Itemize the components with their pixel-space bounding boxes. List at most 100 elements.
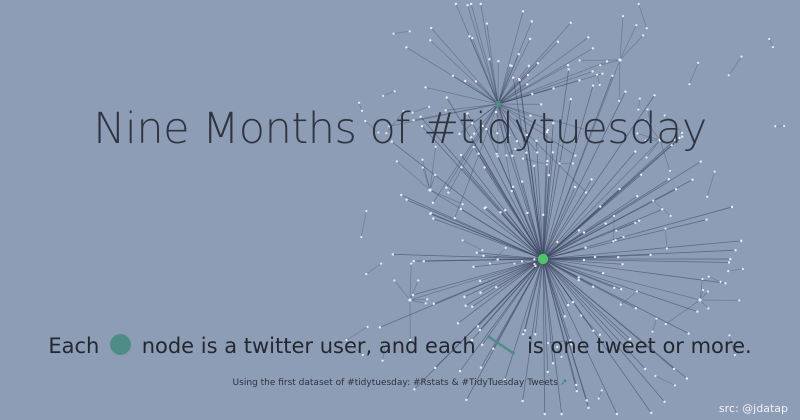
edge bbox=[542, 91, 626, 260]
edge bbox=[497, 74, 529, 105]
user-node bbox=[600, 389, 603, 392]
user-node bbox=[569, 97, 573, 101]
user-node bbox=[468, 35, 471, 38]
user-node bbox=[507, 134, 510, 137]
edge bbox=[497, 64, 569, 105]
user-node bbox=[472, 145, 476, 149]
user-node bbox=[461, 203, 464, 206]
user-node bbox=[495, 286, 498, 289]
user-node bbox=[575, 389, 579, 393]
user-node bbox=[464, 79, 467, 83]
user-node bbox=[390, 140, 394, 143]
edge bbox=[497, 65, 530, 105]
user-node bbox=[351, 345, 354, 348]
user-node bbox=[691, 178, 694, 181]
user-node bbox=[665, 247, 668, 250]
user-node bbox=[698, 298, 702, 302]
user-node bbox=[409, 338, 412, 342]
user-node bbox=[431, 201, 435, 204]
user-node bbox=[380, 262, 383, 265]
user-node bbox=[651, 330, 654, 333]
edge bbox=[655, 375, 676, 386]
user-node bbox=[618, 58, 622, 62]
user-node bbox=[535, 139, 538, 143]
user-node bbox=[591, 70, 594, 73]
user-node bbox=[740, 55, 743, 58]
edge bbox=[542, 99, 572, 260]
user-node bbox=[456, 322, 460, 325]
edge bbox=[497, 103, 576, 156]
edge bbox=[542, 258, 615, 289]
edge bbox=[542, 258, 546, 415]
user-node bbox=[481, 124, 484, 128]
user-node bbox=[552, 87, 555, 90]
user-node bbox=[494, 110, 498, 114]
user-node bbox=[385, 131, 388, 135]
user-node bbox=[451, 74, 455, 77]
user-node bbox=[360, 235, 363, 239]
external-link-icon[interactable]: ↗ bbox=[559, 378, 568, 388]
user-node bbox=[388, 124, 391, 128]
user-node bbox=[460, 166, 463, 169]
edge bbox=[471, 38, 499, 105]
edge bbox=[455, 3, 499, 105]
edge bbox=[358, 102, 363, 111]
user-node bbox=[411, 111, 414, 114]
user-node bbox=[637, 219, 641, 222]
edge bbox=[496, 153, 544, 260]
user-node bbox=[420, 125, 424, 128]
user-node bbox=[733, 353, 736, 357]
user-node bbox=[584, 191, 588, 194]
edge bbox=[467, 113, 544, 260]
user-node bbox=[479, 366, 483, 369]
edge bbox=[542, 258, 578, 392]
user-node bbox=[432, 302, 436, 305]
user-node bbox=[511, 154, 514, 158]
user-node bbox=[655, 317, 658, 320]
user-node bbox=[377, 131, 380, 134]
edge bbox=[429, 146, 437, 191]
edge bbox=[665, 228, 668, 249]
edge bbox=[619, 16, 624, 61]
edge bbox=[401, 194, 544, 260]
user-node bbox=[536, 151, 539, 154]
edge bbox=[699, 289, 704, 301]
edge bbox=[497, 65, 511, 105]
edge bbox=[542, 151, 636, 260]
user-node bbox=[364, 119, 367, 123]
edge bbox=[497, 11, 524, 105]
user-node bbox=[393, 90, 396, 93]
user-node bbox=[706, 195, 709, 198]
edge bbox=[596, 74, 601, 85]
edge bbox=[542, 258, 631, 340]
user-node bbox=[411, 293, 415, 297]
edge bbox=[409, 280, 419, 301]
edge bbox=[423, 258, 544, 262]
user-node bbox=[360, 109, 364, 112]
user-node bbox=[434, 145, 437, 148]
edge bbox=[360, 210, 367, 238]
edge bbox=[366, 263, 382, 275]
user-node bbox=[484, 206, 488, 209]
user-node bbox=[426, 298, 429, 301]
edge bbox=[467, 5, 499, 105]
edge bbox=[497, 103, 518, 142]
edge bbox=[413, 103, 499, 121]
user-node bbox=[504, 209, 507, 212]
user-node bbox=[664, 322, 667, 326]
edge bbox=[664, 115, 683, 134]
edge bbox=[542, 258, 688, 379]
user-node bbox=[361, 353, 364, 356]
edge bbox=[542, 85, 594, 260]
user-node bbox=[345, 338, 348, 342]
edge bbox=[659, 139, 672, 146]
edge bbox=[452, 75, 499, 105]
edge-line-icon bbox=[487, 334, 516, 355]
user-node bbox=[584, 246, 587, 249]
user-node bbox=[421, 166, 424, 169]
user-node bbox=[669, 214, 672, 217]
edge bbox=[542, 69, 570, 260]
user-node bbox=[510, 189, 514, 193]
edge bbox=[497, 22, 572, 105]
edge bbox=[492, 258, 544, 349]
